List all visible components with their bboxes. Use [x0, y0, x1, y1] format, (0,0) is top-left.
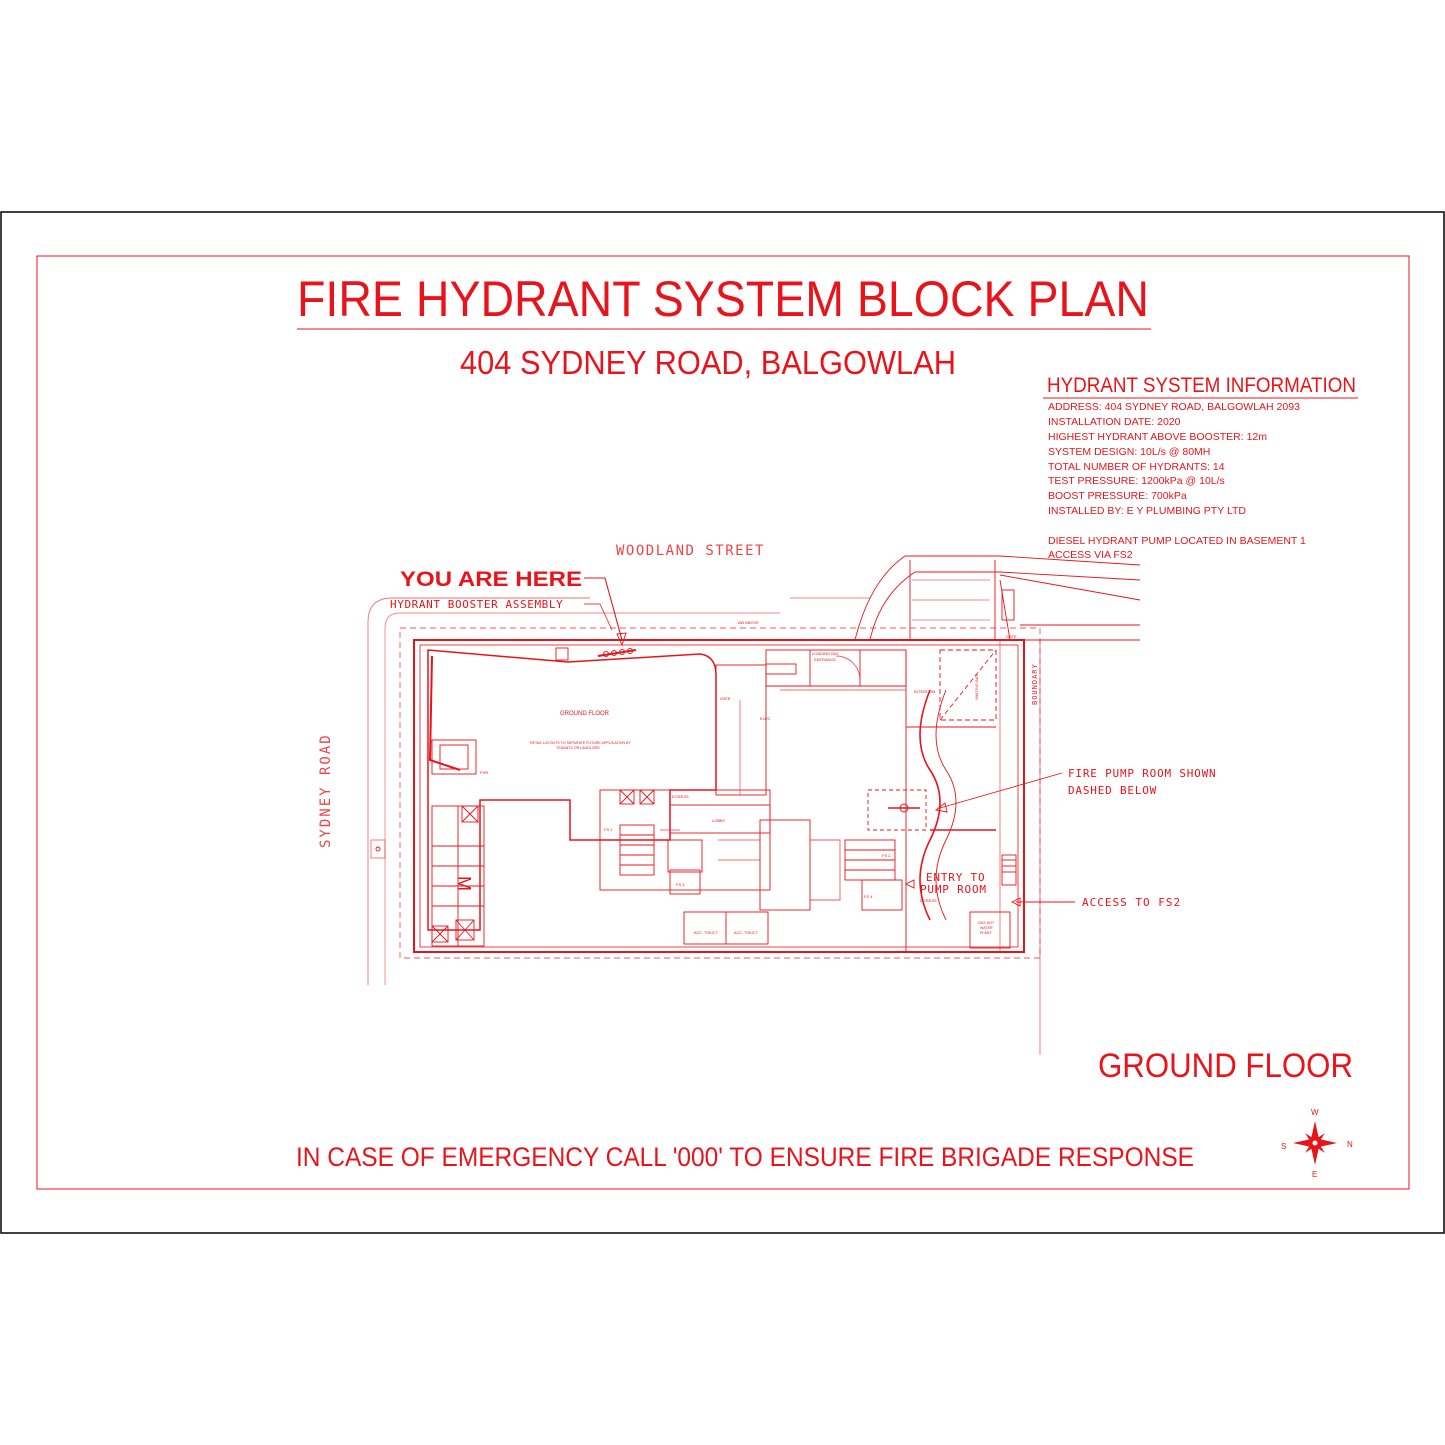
compass-n: N — [1347, 1140, 1353, 1149]
lobby-room — [669, 804, 771, 834]
gas-hot-water-label: PLANT — [980, 931, 992, 935]
sydney-road-label: SYDNEY ROAD — [318, 733, 334, 848]
glazing-line — [428, 655, 461, 771]
kerb-line — [367, 597, 590, 985]
booster-assembly-label: HYDRANT BOOSTER ASSEMBLY — [390, 598, 563, 611]
woodland-street-label: WOODLAND STREET — [616, 543, 765, 559]
services-strip — [715, 664, 767, 796]
lobby-label: LOBBY — [712, 818, 726, 823]
floor-name: GROUND FLOOR — [1098, 1047, 1353, 1085]
toilet-label: ACC. TOILET — [694, 931, 718, 935]
retail-note: RETAIL LAYOUTS TO SEPARATE FUTURE APPLIC… — [530, 741, 631, 745]
central-core — [599, 789, 771, 891]
driveway-curve — [854, 555, 1141, 641]
inner-border — [36, 255, 1410, 1190]
outer-frame — [0, 211, 1445, 1234]
gate-label: GATE — [720, 696, 731, 701]
ramp-curve — [919, 689, 941, 921]
gas-hot-water-plant — [969, 911, 1011, 949]
kerb-line — [600, 597, 870, 614]
hydrant-info-block: HYDRANT SYSTEM INFORMATION ADDRESS: 404 … — [1043, 374, 1358, 561]
waiting-bay — [939, 649, 997, 721]
lift-glyph: M — [454, 876, 474, 891]
compass-e: E — [1312, 1170, 1317, 1179]
building-outline-inner — [419, 644, 1019, 948]
loading-bay-label: ENTRANCE — [814, 657, 836, 662]
pump-room-dashed — [867, 789, 927, 831]
boundary-label: BOUNDARY — [1031, 663, 1039, 705]
compass-rose-icon: N S W E — [1281, 1108, 1353, 1179]
meter-box — [455, 919, 475, 941]
info-line: HIGHEST HYDRANT ABOVE BOOSTER: 12m — [1048, 431, 1267, 443]
you-are-here-arrow — [616, 632, 627, 647]
entry-pump-room-label: PUMP ROOM — [920, 883, 987, 896]
sydney-road-pit — [370, 839, 386, 859]
lift-2 — [667, 839, 703, 873]
booster-leader — [584, 603, 613, 631]
info-line: ADDRESS: 404 SYDNEY ROAD, BALGOWLAH 2093 — [1048, 401, 1300, 413]
pump-room-label: DASHED BELOW — [1068, 784, 1157, 797]
compass-w: W — [1311, 1108, 1319, 1117]
info-note: ACCESS VIA FS2 — [1048, 549, 1133, 561]
fs4-label: FS 4 — [864, 894, 873, 899]
building-outline — [413, 639, 1025, 953]
egress-label: EGRESS — [920, 898, 937, 903]
gas-hot-water-label: GAS HOT — [978, 921, 995, 925]
lift-1-inner — [439, 744, 469, 770]
you-are-here-leader — [584, 577, 623, 641]
elec-label: ELEC — [760, 716, 771, 721]
sydney-road-pit-dot — [375, 846, 381, 852]
toilet-label: ACC. TOILET — [734, 931, 758, 935]
retail-note: TENANTS OR LANDLORD — [556, 746, 600, 750]
info-line: SYSTEM DESIGN: 10L/s @ 80MH — [1048, 446, 1210, 458]
kerb-line — [384, 612, 600, 985]
page-title: FIRE HYDRANT SYSTEM BLOCK PLAN — [297, 271, 1149, 327]
waiting-bay-label: WAITING BAY — [974, 674, 979, 700]
intercom-label: INTERCOM — [914, 689, 935, 694]
meter-box — [461, 805, 479, 823]
you-are-here-label: YOU ARE HERE — [400, 568, 582, 591]
page-subtitle: 404 SYDNEY ROAD, BALGOWLAH — [460, 344, 956, 381]
egress-label: EGRESS — [672, 794, 689, 799]
info-line: TOTAL NUMBER OF HYDRANTS: 14 — [1048, 461, 1225, 473]
lift-1 — [431, 739, 477, 775]
service-shaft — [619, 789, 635, 805]
fhr-label: FHR — [480, 770, 488, 775]
fs1-label: FS 1 — [604, 827, 613, 832]
entry-pump-room-label: ENTRY TO — [926, 871, 985, 884]
info-line: INSTALLATION DATE: 2020 — [1048, 416, 1181, 428]
booster-assembly — [555, 647, 637, 661]
info-line: BOOST PRESSURE: 700kPa — [1048, 490, 1187, 502]
loading-bay-label: LOADING BAY — [812, 651, 839, 656]
ground-floor-plan: M — [367, 555, 1141, 1055]
gate-label: GATE — [1006, 634, 1017, 639]
aw-above-label: AW ABOVE — [738, 620, 759, 625]
loading-door-swing — [835, 655, 861, 681]
fs4-room — [861, 879, 903, 911]
ground-floor-room-label: GROUND FLOOR — [560, 711, 610, 717]
ramp-curve — [935, 689, 957, 921]
emergency-message: IN CASE OF EMERGENCY CALL '000' TO ENSUR… — [296, 1142, 1194, 1172]
fs3-label: FS 3 — [676, 882, 685, 887]
compass-s: S — [1281, 1142, 1286, 1151]
info-heading: HYDRANT SYSTEM INFORMATION — [1047, 374, 1356, 397]
ramp-edge — [912, 579, 990, 621]
plan-labels: GROUND FLOOR RETAIL LAYOUTS TO SEPARATE … — [480, 620, 1017, 935]
pump-room-leader — [939, 772, 1063, 809]
fs2-label: FS 2 — [882, 853, 891, 858]
info-line: TEST PRESSURE: 1200kPa @ 10L/s — [1048, 475, 1225, 487]
plant-room — [669, 869, 701, 895]
gas-hot-water-label: WATER — [980, 926, 993, 930]
access-fs2-label: ACCESS TO FS2 — [1082, 896, 1181, 909]
info-line: INSTALLED BY: E Y PLUMBING PTY LTD — [1048, 505, 1246, 517]
corridor — [759, 819, 811, 911]
stair-fs1 — [619, 824, 655, 876]
pump-room-label: FIRE PUMP ROOM SHOWN — [1068, 767, 1216, 780]
info-note: DIESEL HYDRANT PUMP LOCATED IN BASEMENT … — [1048, 535, 1306, 547]
